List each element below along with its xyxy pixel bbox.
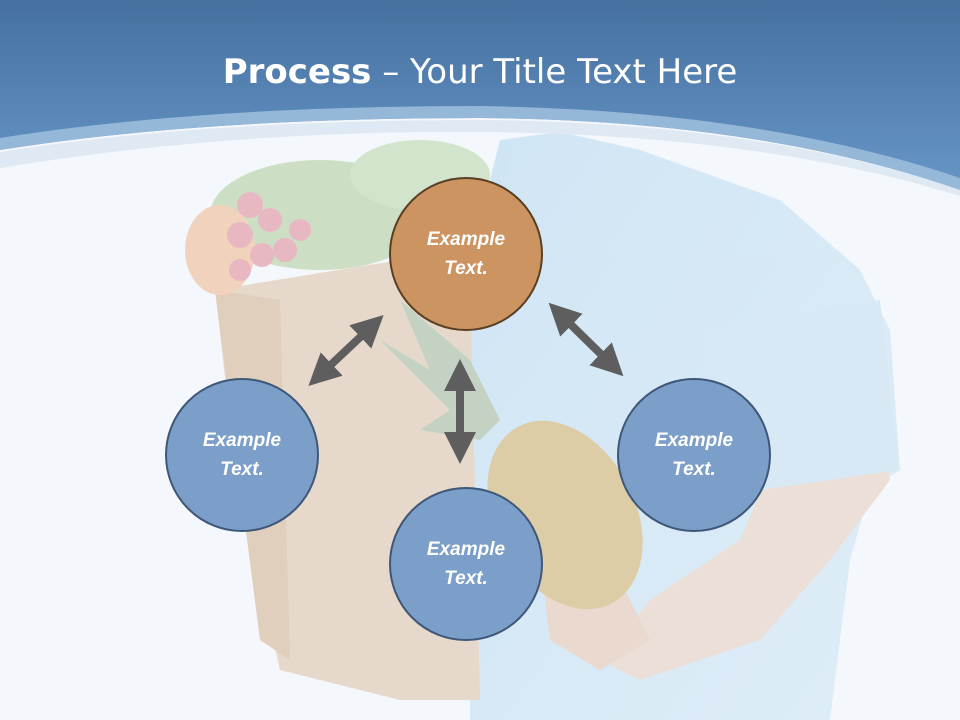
title-bold: Process [222,52,372,92]
process-node-left[interactable]: Example Text. [165,378,319,532]
background-photo [185,132,900,720]
header-swoosh [0,106,960,190]
process-node-bottom[interactable]: Example Text. [389,487,543,641]
header-band [0,0,960,190]
node-top-text: Example Text. [426,229,506,279]
process-node-top[interactable]: Example Text. [389,177,543,331]
slide-title: Process – Your Title Text Here [0,52,960,92]
node-bottom-text: Example Text. [426,539,506,589]
node-right-text: Example Text. [654,430,734,480]
process-node-right[interactable]: Example Text. [617,378,771,532]
title-rest: – Your Title Text Here [371,52,738,92]
node-left-text: Example Text. [202,430,282,480]
